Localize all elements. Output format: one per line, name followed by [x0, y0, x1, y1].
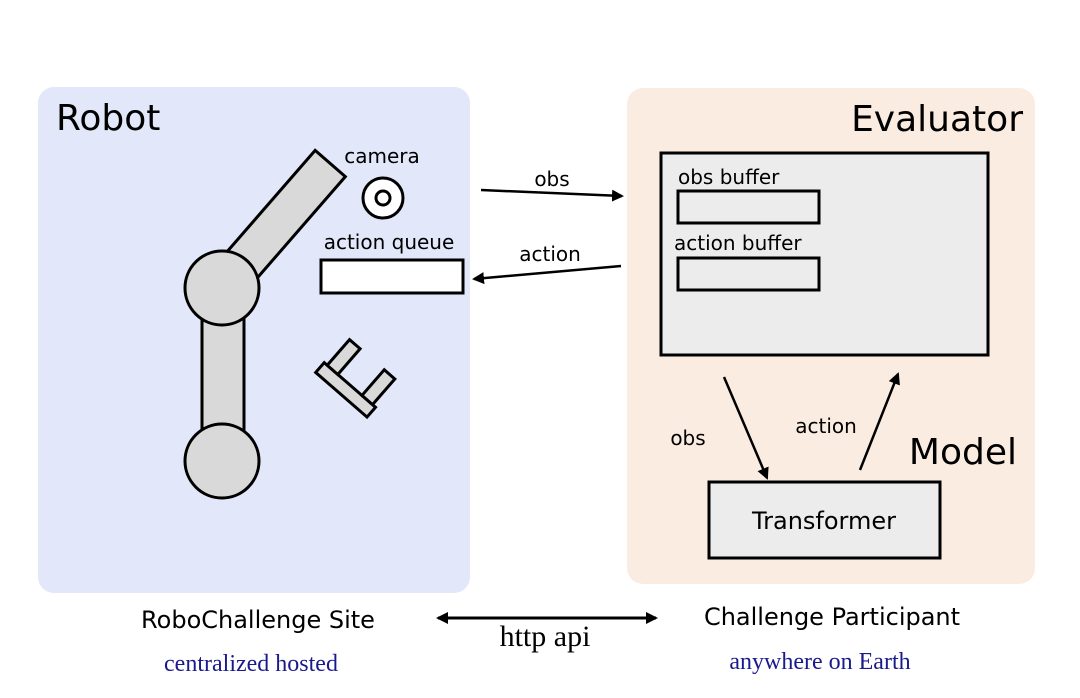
action-link-label: action: [519, 242, 581, 266]
camera-label: camera: [344, 144, 420, 168]
model-obs-label: obs: [670, 426, 705, 450]
action-queue-box: [319, 258, 465, 295]
model-label: Model: [909, 432, 1017, 473]
obs-buffer-box: [676, 189, 821, 225]
obs-link-label: obs: [534, 167, 569, 191]
obs-buffer-label: obs buffer: [678, 165, 780, 189]
transformer-box: [707, 480, 942, 560]
action-buffer-box: [676, 256, 821, 292]
buffer-container: [659, 151, 990, 357]
http-api-label: http api: [500, 620, 591, 653]
robochallenge-site-subtitle: centralized hosted: [164, 651, 338, 677]
robot-panel: [38, 87, 470, 593]
camera-icon: [361, 176, 405, 220]
robot-arm-icon: [183, 148, 397, 500]
model-action-arrow: [858, 372, 900, 471]
model-obs-arrow: [722, 376, 769, 480]
model-action-label: action: [795, 414, 857, 438]
challenge-participant-title: Challenge Participant: [704, 603, 960, 631]
robochallenge-site-title: RoboChallenge Site: [141, 606, 375, 634]
obs-link-arrow: [480, 188, 624, 202]
action-buffer-label: action buffer: [674, 231, 802, 255]
transformer-label: Transformer: [751, 507, 896, 535]
evaluator-title: Evaluator: [851, 99, 1023, 140]
challenge-participant-subtitle: anywhere on Earth: [729, 649, 910, 675]
robot-title: Robot: [56, 98, 160, 139]
action-queue-label: action queue: [324, 230, 455, 254]
action-link-arrow: [472, 264, 622, 285]
